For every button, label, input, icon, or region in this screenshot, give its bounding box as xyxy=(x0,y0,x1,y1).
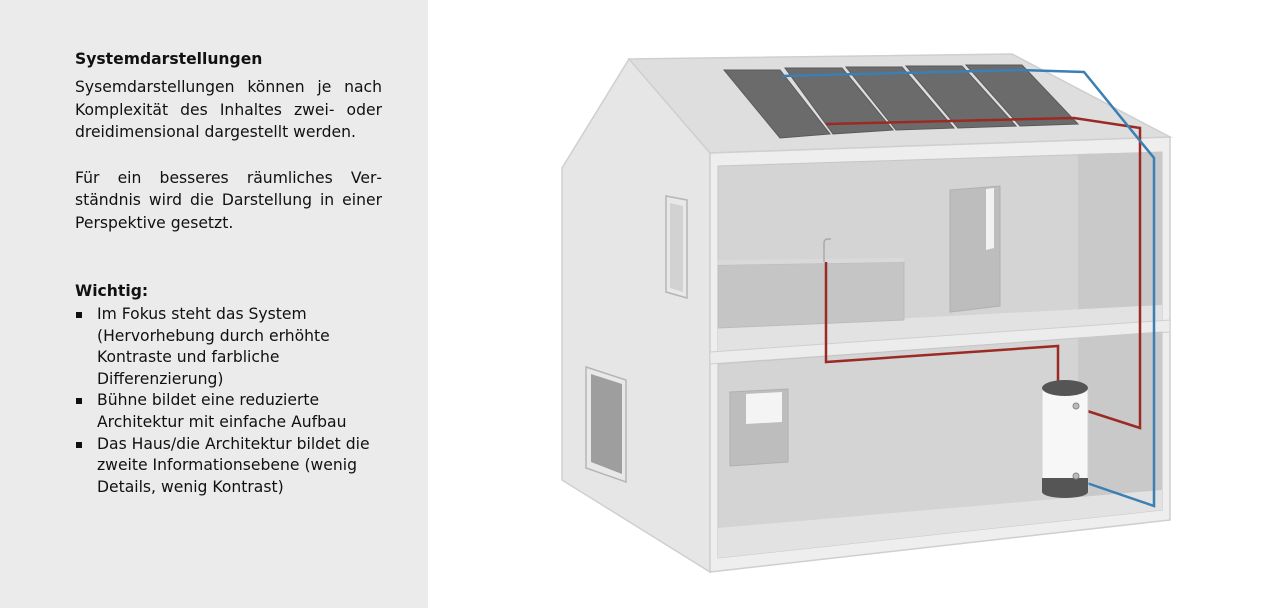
tank-body xyxy=(1041,387,1089,493)
tank-top-cap xyxy=(1042,380,1088,396)
lower-room-back-wall xyxy=(1078,332,1162,515)
solar-panel xyxy=(844,66,956,131)
tank-cold-connector xyxy=(1072,472,1080,480)
kitchen-counter-top xyxy=(718,258,904,265)
upper-room-back-wall xyxy=(1078,152,1162,330)
important-list: Im Fokus steht das System (Hervorhebung … xyxy=(75,304,382,498)
cold-water-pipe xyxy=(781,68,1156,508)
square-bullet-icon xyxy=(76,312,82,318)
list-item-text: Bühne bildet eine reduzierte Architektur… xyxy=(97,391,347,431)
section-title: Systemdarstellungen xyxy=(75,50,263,68)
kitchen-counter xyxy=(717,261,905,329)
storage-tank xyxy=(1041,380,1089,498)
house-system-diagram xyxy=(428,0,1280,608)
list-item: Das Haus/die Architektur bildet die zwei… xyxy=(75,434,382,499)
house-illustration xyxy=(561,53,1173,574)
upper-door-light xyxy=(986,188,994,250)
solar-panels xyxy=(722,64,1080,139)
important-title: Wichtig: xyxy=(75,282,149,300)
intro-paragraph: Sysemdarstellungen können je nach Komple… xyxy=(75,78,382,141)
hot-water-pipe-upper xyxy=(824,262,1060,384)
house-side-wall xyxy=(561,57,711,574)
solar-panel xyxy=(964,64,1080,127)
faucet-icon xyxy=(823,238,831,262)
tank-hot-connector xyxy=(1072,402,1080,410)
solar-panel xyxy=(784,67,895,135)
list-item: Im Fokus steht das System (Hervorhebung … xyxy=(75,304,382,390)
side-window-upper-pane xyxy=(670,203,683,292)
side-window-lower-pane xyxy=(591,374,622,474)
list-item: Bühne bildet eine reduzierte Architektur… xyxy=(75,390,382,433)
info-sidebar: Systemdarstellungen Sysemdarstellungen k… xyxy=(0,0,428,608)
solar-panel xyxy=(722,69,831,139)
upper-room-floor xyxy=(718,305,1162,352)
important-section: Wichtig: Im Fokus steht das System (Herv… xyxy=(75,280,382,498)
square-bullet-icon xyxy=(76,398,82,405)
tank-bottom-edge xyxy=(1042,486,1088,498)
solar-panel xyxy=(904,65,1018,129)
lower-door-light xyxy=(746,392,782,424)
lower-room-floor xyxy=(718,490,1162,558)
list-item-text: Das Haus/die Architektur bildet die zwei… xyxy=(97,434,370,496)
square-bullet-icon xyxy=(76,441,82,448)
hot-water-pipe xyxy=(825,116,1142,430)
list-item-text: Im Fokus steht das System (Hervorhebung … xyxy=(97,305,330,388)
perspective-paragraph: Für ein besseres räumliches Ver­ständnis… xyxy=(75,168,382,232)
